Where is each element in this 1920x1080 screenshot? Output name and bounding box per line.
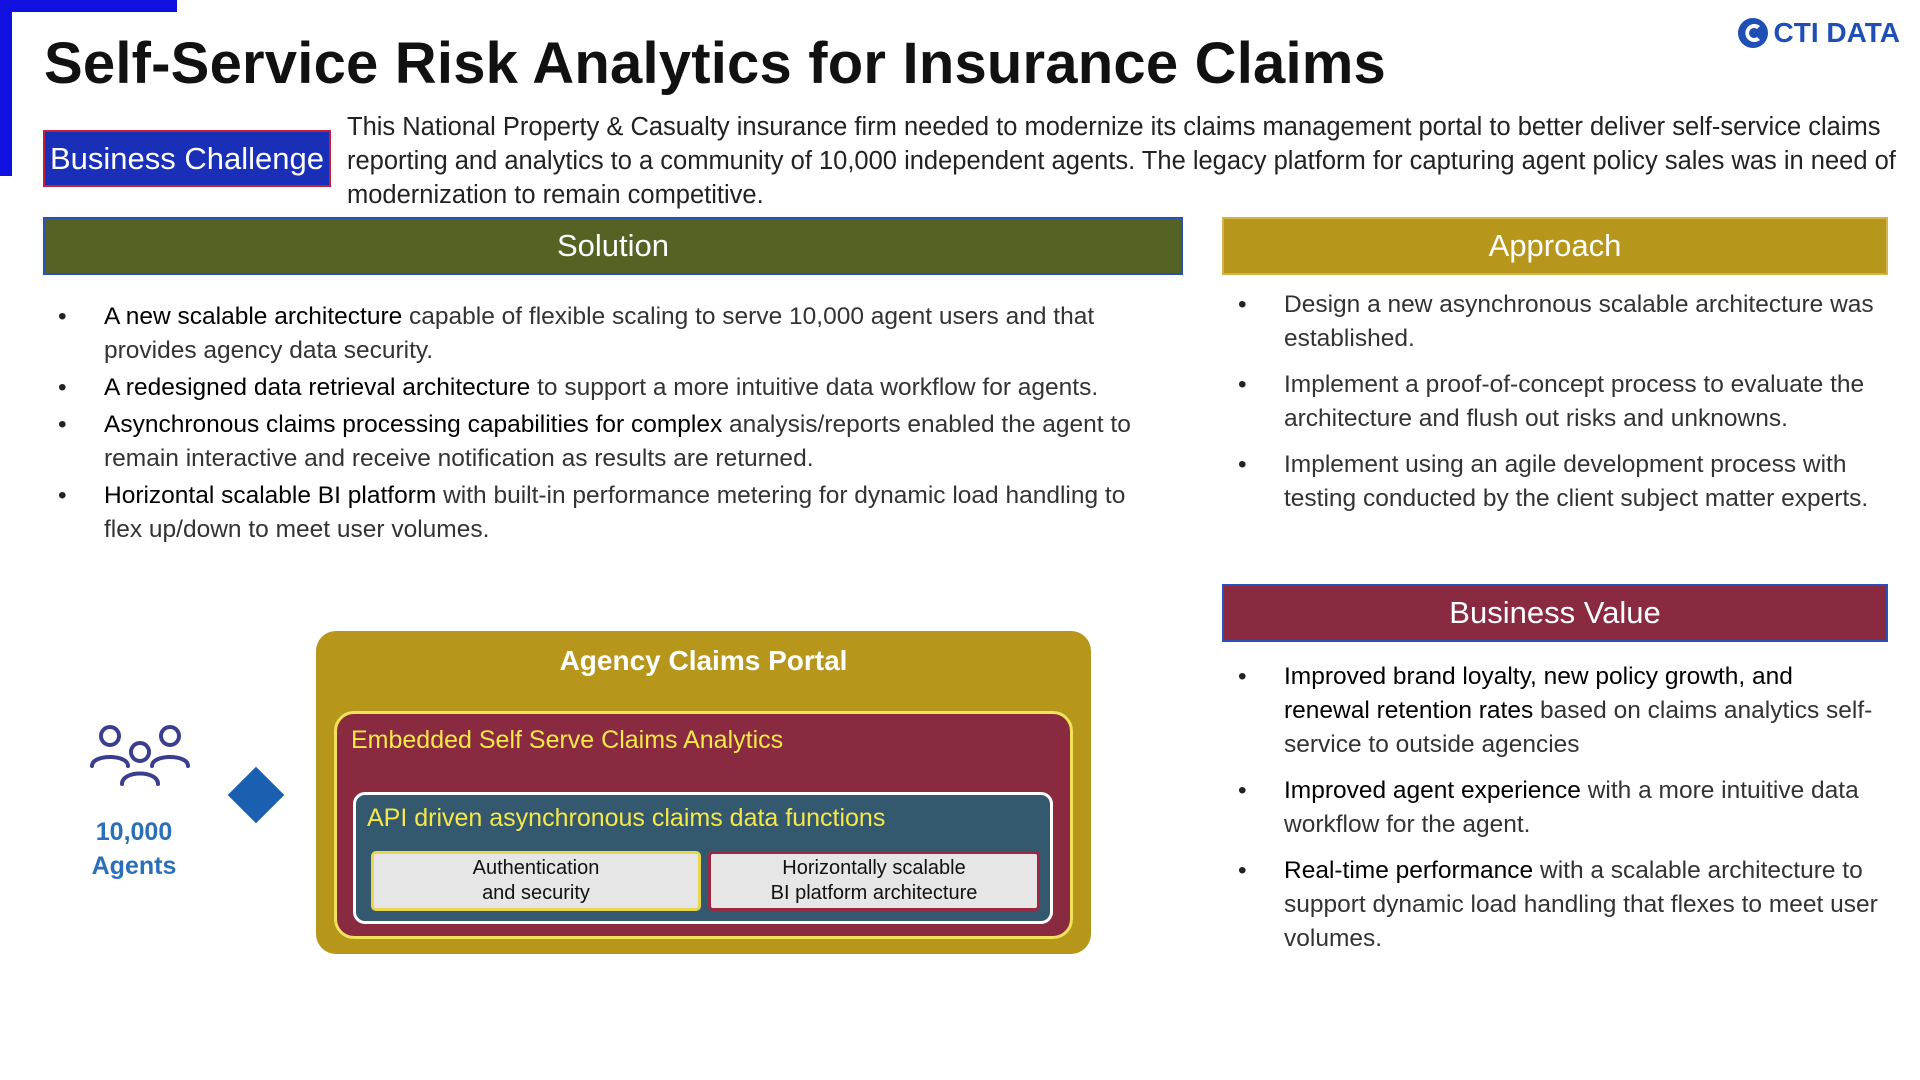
- approach-list: Design a new asynchronous scalable archi…: [1224, 288, 1884, 528]
- agency-claims-portal-box: Agency Claims Portal Embedded Self Serve…: [316, 631, 1091, 954]
- list-item: Implement using an agile development pro…: [1224, 448, 1884, 516]
- corner-accent-bar-vertical: [0, 0, 12, 176]
- approach-heading: Approach: [1222, 217, 1888, 275]
- item-bold-text: Improved brand loyalty, new policy growt…: [1284, 663, 1793, 724]
- item-bold-text: A redesigned data retrieval architecture: [104, 374, 531, 401]
- agents-count-value: 10,000: [95, 818, 173, 846]
- item-text: with a more intuitive data workflow for …: [1284, 777, 1859, 838]
- list-item: Asynchronous claims processing capabilit…: [44, 408, 1164, 476]
- list-item: Real-time performance with a scalable ar…: [1224, 854, 1884, 956]
- business-challenge-label: Business Challenge: [43, 130, 331, 187]
- item-bold-text: Real-time performance: [1284, 857, 1534, 884]
- item-text: with built-in performance metering for d…: [104, 482, 1126, 543]
- item-bold-text: Improved agent experience: [1284, 777, 1581, 804]
- business-challenge-text: This National Property & Casualty insura…: [347, 113, 1896, 209]
- bi-platform-box: Horizontally scalable BI platform archit…: [708, 851, 1040, 911]
- item-bold-text: Asynchronous claims processing capabilit…: [104, 411, 723, 438]
- embedded-analytics-box: Embedded Self Serve Claims Analytics API…: [334, 711, 1073, 939]
- business-value-list: Improved brand loyalty, new policy growt…: [1224, 660, 1884, 968]
- item-text: capable of flexible scaling to serve 10,…: [104, 303, 1095, 364]
- item-bold-text: A new scalable architecture: [104, 303, 403, 330]
- item-text: based on claims analytics self-service t…: [1284, 697, 1873, 758]
- cti-logo-icon: [1737, 18, 1768, 48]
- agents-count: 10,000 Agents: [76, 815, 192, 883]
- list-item: A redesigned data retrieval architecture…: [44, 371, 1164, 405]
- agents-label: Agents: [91, 852, 177, 880]
- corner-accent-bar: [0, 0, 177, 12]
- list-item: Horizontal scalable BI platform with bui…: [44, 479, 1164, 547]
- item-text: with a scalable architecture to support …: [1284, 857, 1878, 952]
- solution-heading: Solution: [43, 217, 1183, 275]
- list-item: Improved agent experience with a more in…: [1224, 774, 1884, 842]
- page-title: Self-Service Risk Analytics for Insuranc…: [44, 31, 1387, 96]
- list-item: Implement a proof-of-concept process to …: [1224, 368, 1884, 436]
- company-logo: CTI DATA: [1736, 16, 1901, 50]
- item-text: to support a more intuitive data workflo…: [530, 374, 1099, 401]
- logo-text: CTI DATA: [1773, 17, 1901, 48]
- list-item: Improved brand loyalty, new policy growt…: [1224, 660, 1884, 762]
- item-text: analysis/reports enabled the agent to re…: [104, 411, 1131, 472]
- solution-list: A new scalable architecture capable of f…: [44, 300, 1164, 550]
- api-functions-box: API driven asynchronous claims data func…: [353, 792, 1053, 924]
- business-value-heading: Business Value: [1222, 584, 1888, 642]
- people-group-icon: [88, 722, 192, 797]
- connector-diamond: [227, 766, 285, 824]
- list-item: Design a new asynchronous scalable archi…: [1224, 288, 1884, 356]
- list-item: A new scalable architecture capable of f…: [44, 300, 1164, 368]
- item-bold-text: Horizontal scalable BI platform: [104, 482, 437, 509]
- embedded-analytics-title: Embedded Self Serve Claims Analytics: [351, 726, 784, 754]
- api-functions-title: API driven asynchronous claims data func…: [367, 804, 886, 832]
- portal-title: Agency Claims Portal: [559, 645, 848, 676]
- authentication-box: Authentication and security: [371, 851, 701, 911]
